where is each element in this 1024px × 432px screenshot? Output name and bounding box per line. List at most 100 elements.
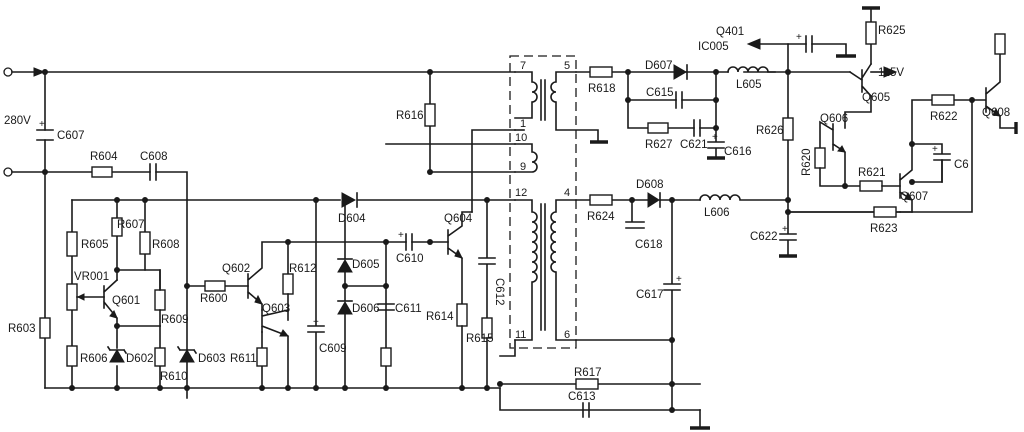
svg-text:+: + [398, 230, 404, 241]
arrow-icon [254, 294, 263, 305]
label-q605: Q605 [862, 92, 890, 104]
label-c617: C617 [636, 289, 664, 301]
label-d607: D607 [645, 60, 673, 72]
svg-text:+: + [932, 144, 938, 155]
label-r608: R608 [152, 239, 180, 251]
label-r605: R605 [81, 239, 109, 251]
label-d603: D603 [198, 353, 226, 365]
label-r620: R620 [801, 149, 813, 177]
bottom-return [499, 339, 710, 430]
label-c612: C612 [493, 278, 505, 306]
resistor-r612 [282, 273, 294, 295]
q401-feed: + [746, 32, 856, 73]
resistor-r604 [91, 166, 113, 178]
label-r606: R606 [80, 353, 108, 365]
resistor-lower [380, 347, 392, 367]
svg-text:+: + [712, 132, 718, 143]
capacitor-c618 [625, 199, 645, 229]
diode-d605 [337, 259, 353, 273]
input-terminal-top [3, 67, 13, 77]
arrow-icon [746, 38, 761, 50]
transformer-outline [509, 55, 577, 349]
label-l605: L605 [736, 79, 762, 91]
label-r615: R615 [466, 333, 494, 345]
label-ic005: IC005 [698, 41, 729, 53]
label-q602: Q602 [222, 263, 250, 275]
resistor-r607 [111, 217, 123, 237]
label-r617: R617 [574, 367, 602, 379]
q608-stage [899, 33, 1018, 213]
resistor-r614 [456, 303, 468, 327]
label-r622: R622 [930, 111, 958, 123]
resistor-r626 [782, 117, 794, 141]
label-q608: Q608 [982, 107, 1010, 119]
left-control-cluster [66, 199, 198, 389]
label-q603: Q603 [262, 303, 290, 315]
resistor-r621 [859, 180, 883, 192]
resistor-r625 [865, 21, 877, 45]
label-r600: R600 [200, 293, 228, 305]
transformer [509, 55, 608, 349]
zener-d602 [109, 349, 125, 363]
lower-output: + + [575, 192, 901, 341]
resistor-q608-top [994, 33, 1006, 55]
label-d608: D608 [636, 179, 664, 191]
label-r623: R623 [870, 223, 898, 235]
label-q606: Q606 [820, 113, 848, 125]
inductor-l605 [727, 66, 776, 73]
label-r625: R625 [878, 25, 906, 37]
label-r616: R616 [396, 110, 424, 122]
label-r610: R610 [160, 371, 188, 383]
label-r626: R626 [756, 125, 784, 137]
label-c6: C6 [954, 159, 969, 171]
label-r609: R609 [161, 314, 189, 326]
label-c613: C613 [568, 391, 596, 403]
arrow-icon [76, 293, 85, 301]
resistor-r620 [814, 147, 826, 169]
label-c611: C611 [395, 303, 422, 315]
label-c608: C608 [140, 151, 168, 163]
pin-11: 11 [515, 329, 526, 341]
label-d604: D604 [338, 213, 366, 225]
upper-output [575, 64, 851, 160]
arrow-icon [883, 66, 898, 78]
label-r607: R607 [117, 219, 145, 231]
arrow-icon [454, 248, 463, 259]
inductor-l606 [699, 194, 789, 201]
q605-stage [844, 6, 898, 129]
label-280v: 280V [4, 115, 31, 127]
label-c610: C610 [396, 253, 424, 265]
junction-dots [42, 69, 975, 413]
capacitor-c613 [582, 402, 590, 418]
resistor-r611 [256, 347, 268, 367]
pin-1: 1 [520, 118, 526, 130]
label-c621: C621 [680, 139, 708, 151]
resistor-r617 [575, 378, 599, 390]
potentiometer-vr001 [66, 283, 78, 311]
arrow-icon [904, 191, 913, 201]
resistor-r608 [139, 231, 151, 255]
capacitor-c621 [693, 119, 701, 137]
resistor-r622 [931, 94, 955, 106]
resistor-r624 [589, 194, 613, 206]
label-l606: L606 [704, 207, 730, 219]
label-r627: R627 [645, 139, 673, 151]
capacitor-c615 [675, 91, 683, 109]
resistor-r605 [66, 231, 78, 257]
svg-text:+: + [796, 32, 802, 43]
resistor-r623 [873, 206, 897, 218]
label-q604: Q604 [444, 213, 473, 225]
diode-d607 [673, 64, 687, 80]
capacitor-c610: + [385, 230, 449, 251]
label-c622: C622 [750, 231, 778, 243]
label-r603: R603 [8, 323, 36, 335]
pin-7: 7 [520, 60, 526, 72]
label-d605: D605 [352, 259, 380, 271]
resistor-r603 [39, 317, 51, 339]
resistor-r627 [647, 122, 669, 134]
diode-d608 [647, 192, 660, 208]
resistor-r600 [204, 280, 226, 292]
switch-stage [385, 71, 516, 389]
label-c618: C618 [635, 239, 663, 251]
